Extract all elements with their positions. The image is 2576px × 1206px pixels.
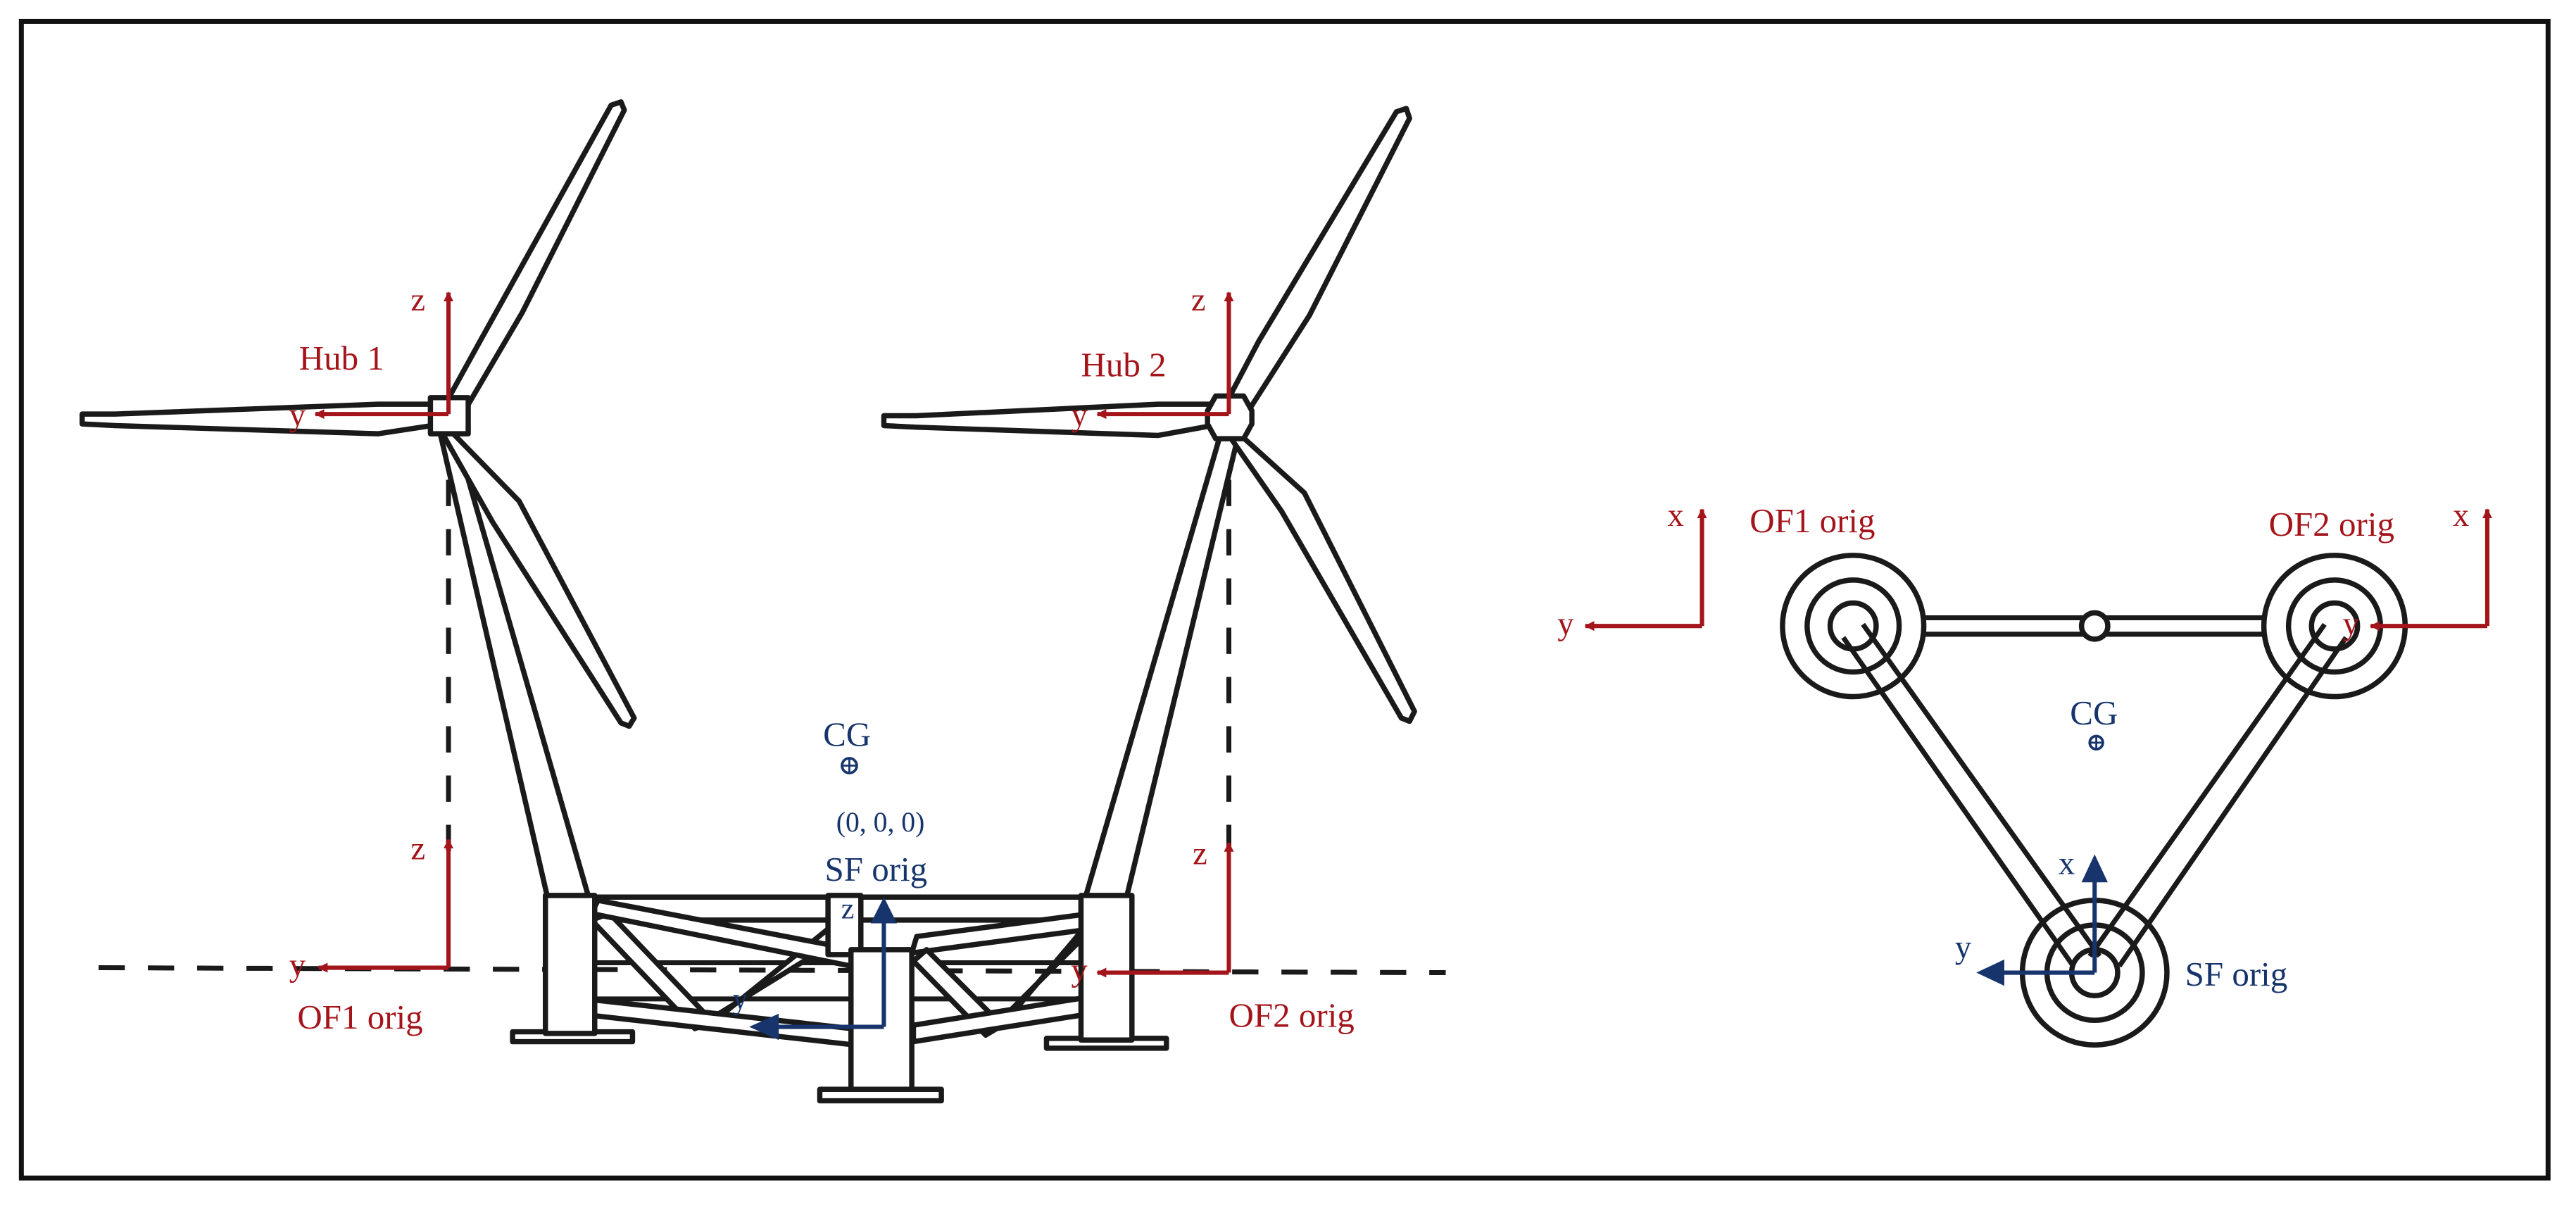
center-column bbox=[848, 947, 915, 1092]
cg-top-label: CG bbox=[2070, 693, 2118, 732]
turbine-1 bbox=[79, 99, 637, 898]
of1-side-y-label: y bbox=[289, 947, 306, 984]
sf-top-axes bbox=[1976, 854, 2108, 986]
member-right-upper-2 bbox=[2087, 622, 2327, 958]
of2-side-y-label: y bbox=[1071, 952, 1088, 988]
of2-side-label: OF2 orig bbox=[1229, 996, 1354, 1035]
hub2-y-label: y bbox=[1071, 396, 1088, 433]
top-center-column bbox=[2019, 898, 2170, 1048]
of2-side-z-label: z bbox=[1193, 836, 1207, 872]
hub2-axes bbox=[1096, 291, 1234, 420]
hub1-y-label: y bbox=[289, 396, 306, 433]
cg-side-label: CG bbox=[823, 715, 871, 754]
sf-side-z-label: z bbox=[841, 893, 855, 926]
cg-marker-top bbox=[2088, 734, 2104, 751]
member-left-upper-2 bbox=[1861, 622, 2102, 958]
of2-side-axes bbox=[1096, 841, 1234, 978]
of2-top-x-label: x bbox=[2453, 497, 2469, 534]
member-left-upper-1 bbox=[1841, 636, 2075, 968]
floating-platform bbox=[510, 893, 1169, 1104]
of1-side-axes bbox=[318, 838, 454, 973]
hub1-label: Hub 1 bbox=[299, 339, 384, 377]
of2-top-y-label: y bbox=[2343, 605, 2360, 642]
of1-top-axes bbox=[1584, 508, 1707, 632]
of1-top-y-label: y bbox=[1557, 605, 1574, 642]
of1-side-label: OF1 orig bbox=[297, 998, 422, 1036]
sf-side-label: SF orig bbox=[824, 850, 927, 888]
sf-side-axes bbox=[749, 897, 898, 1041]
top-view: OF1 orig OF2 orig x y x y CG SF orig x y bbox=[1557, 497, 2492, 1048]
hub1-z-label: z bbox=[410, 282, 425, 318]
of1-top-label: OF1 orig bbox=[1749, 501, 1875, 540]
origin-coords-label: (0, 0, 0) bbox=[836, 807, 925, 838]
top-column-1 bbox=[1780, 553, 1927, 700]
turbine-2 bbox=[881, 106, 1417, 898]
sf-top-y-arrowhead bbox=[1976, 959, 2004, 986]
of2-top-label: OF2 orig bbox=[2269, 505, 2394, 544]
side-view: Hub 1 Hub 2 z y z y z y z y OF1 orig OF2… bbox=[79, 99, 1446, 1104]
hub2-label: Hub 2 bbox=[1081, 345, 1166, 384]
sf-side-y-label: y bbox=[733, 984, 748, 1016]
column-2 bbox=[1078, 893, 1135, 1043]
hub1-axes bbox=[314, 291, 454, 420]
column-1 bbox=[543, 893, 598, 1036]
sf-top-y-label: y bbox=[1955, 929, 1972, 966]
top-mid-node bbox=[2078, 610, 2111, 642]
turbine-1-blade-down bbox=[441, 427, 637, 729]
of2-top-axes bbox=[2369, 508, 2492, 632]
cg-marker-side bbox=[841, 757, 858, 774]
sf-side-z-arrowhead bbox=[870, 897, 898, 924]
turbine-1-blade-left bbox=[79, 401, 435, 436]
sf-top-label: SF orig bbox=[2185, 955, 2288, 993]
turbine-2-blade-down bbox=[1226, 427, 1417, 724]
sf-top-x-label: x bbox=[2059, 846, 2075, 882]
sf-top-x-arrowhead bbox=[2081, 854, 2108, 883]
turbine-1-blade-up bbox=[442, 99, 627, 419]
of1-top-x-label: x bbox=[1668, 497, 1684, 534]
hub2-z-label: z bbox=[1191, 282, 1206, 318]
of1-side-z-label: z bbox=[410, 831, 425, 867]
turbine-2-blade-up bbox=[1223, 106, 1412, 419]
sf-side-y-arrowhead bbox=[749, 1013, 779, 1041]
member-right-upper-1 bbox=[2117, 636, 2349, 968]
center-top-sleeve bbox=[825, 893, 864, 957]
